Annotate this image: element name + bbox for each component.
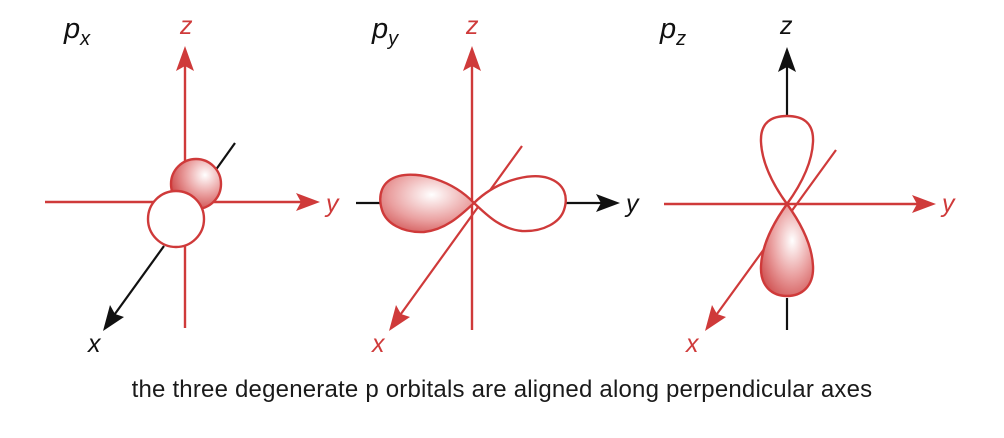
py-z-label: z — [465, 12, 479, 40]
panel-pz: pz z y x — [659, 12, 956, 358]
px-y-axis-arrowhead — [296, 193, 320, 211]
px-x-axis-arrowhead — [103, 305, 124, 331]
py-left-lobe — [379, 173, 476, 234]
pz-bottom-lobe — [759, 201, 815, 298]
px-z-label: z — [179, 12, 193, 40]
py-x-axis-arrowhead — [389, 305, 410, 331]
panel-pz-title-sub: z — [675, 28, 686, 50]
pz-x-label: x — [685, 330, 700, 358]
pz-y-axis-arrowhead — [912, 195, 936, 213]
panel-py-title: py — [371, 13, 399, 50]
panel-px: px z y x — [45, 12, 340, 358]
panel-px-title-sub: x — [79, 28, 91, 50]
pz-z-axis-arrowhead — [778, 47, 796, 72]
py-z-axis-arrowhead — [463, 46, 481, 71]
panel-py-title-main: p — [371, 13, 388, 45]
panel-py: py z y x — [356, 12, 640, 358]
px-x-axis-front — [111, 245, 165, 319]
py-x-axis — [397, 145, 523, 319]
pz-y-label: y — [940, 190, 956, 218]
py-right-lobe — [472, 174, 567, 233]
panel-px-title: px — [63, 13, 91, 50]
px-y-label: y — [324, 190, 340, 218]
diagram-caption: the three degenerate p orbitals are alig… — [131, 376, 873, 403]
py-y-axis-arrowhead — [596, 194, 620, 212]
py-y-label: y — [624, 190, 640, 218]
pz-z-label: z — [779, 12, 793, 40]
panel-pz-title: pz — [659, 13, 686, 50]
px-z-axis-arrowhead — [176, 46, 194, 71]
px-front-lobe — [146, 189, 206, 249]
panel-px-title-main: p — [63, 13, 80, 45]
py-x-label: x — [371, 330, 386, 358]
px-x-label: x — [87, 330, 102, 358]
panel-py-title-sub: y — [386, 28, 399, 50]
panel-pz-title-main: p — [659, 13, 676, 45]
pz-x-axis-arrowhead — [705, 305, 726, 331]
pz-top-lobe — [759, 114, 815, 207]
